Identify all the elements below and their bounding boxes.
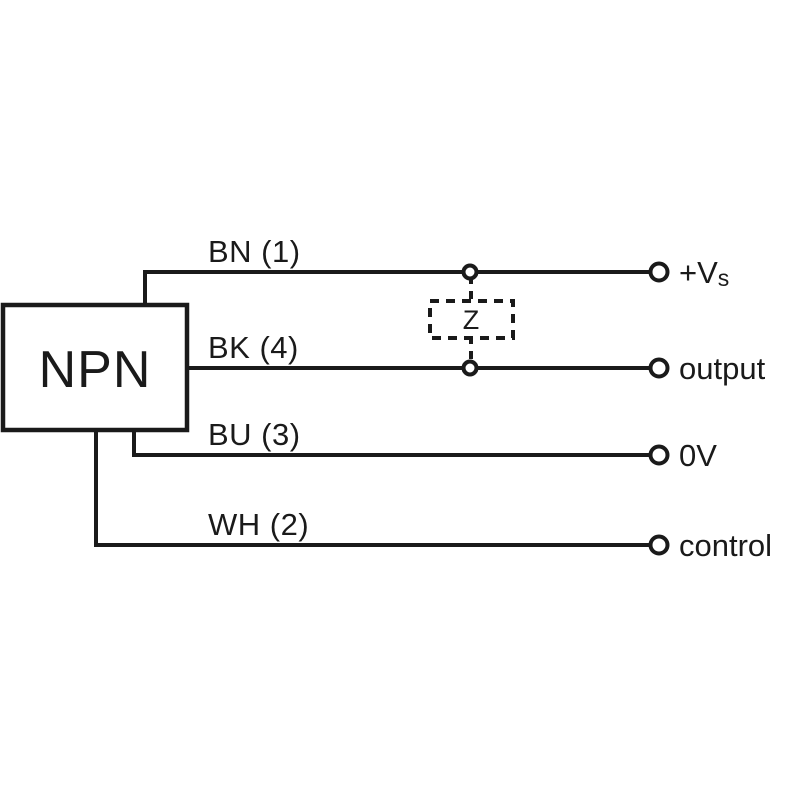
- terminal-label-0v: 0V: [679, 438, 717, 473]
- npn-block-label: NPN: [39, 341, 152, 399]
- terminal-label-output: output: [679, 351, 766, 386]
- wire-label-bn: BN (1): [208, 234, 301, 269]
- terminal-label-vs: +Vs: [679, 255, 729, 291]
- terminal-output[interactable]: [648, 357, 670, 379]
- terminal-vs[interactable]: [648, 261, 670, 283]
- terminal-control[interactable]: [648, 534, 670, 556]
- z-element-label: Z: [463, 305, 480, 335]
- wire-label-bu: BU (3): [208, 417, 301, 452]
- terminal-label-vs-subscript: s: [718, 265, 730, 291]
- wire-label-bk: BK (4): [208, 330, 299, 365]
- wire-bu: [132, 426, 657, 457]
- wire-wh: [94, 426, 657, 547]
- junction-node-output: [461, 359, 479, 377]
- terminal-0v[interactable]: [648, 444, 670, 466]
- junction-node-supply: [461, 263, 479, 281]
- npn-block: [0, 302, 190, 433]
- wire-bn: [143, 270, 657, 309]
- terminal-label-control: control: [679, 528, 772, 563]
- z-element-box: [428, 299, 515, 340]
- terminal-label-vs-main: +V: [679, 255, 718, 290]
- wire-label-wh: WH (2): [208, 507, 309, 542]
